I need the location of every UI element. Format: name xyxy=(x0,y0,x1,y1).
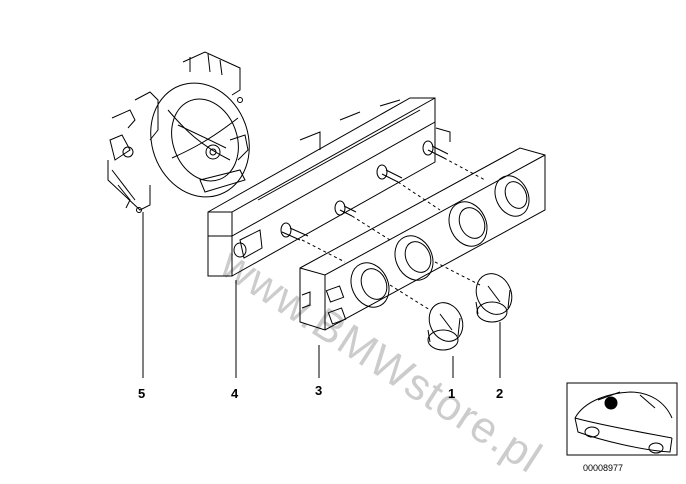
locator-inset xyxy=(566,382,678,456)
blower-motor-part xyxy=(107,51,250,213)
front-panel-part xyxy=(299,147,546,331)
callout-5: 5 xyxy=(138,386,146,401)
leader-lines xyxy=(142,212,501,378)
callout-4: 4 xyxy=(231,386,239,401)
callout-2: 2 xyxy=(496,386,504,401)
callout-3: 3 xyxy=(315,383,323,398)
guide-lines xyxy=(301,157,486,311)
control-unit-part xyxy=(207,97,451,277)
knob-small-part xyxy=(427,302,464,351)
diagram-number: 00008977 xyxy=(583,463,624,473)
knob-large-part xyxy=(475,273,513,323)
callout-1: 1 xyxy=(448,386,456,401)
locator-dot xyxy=(604,396,618,410)
